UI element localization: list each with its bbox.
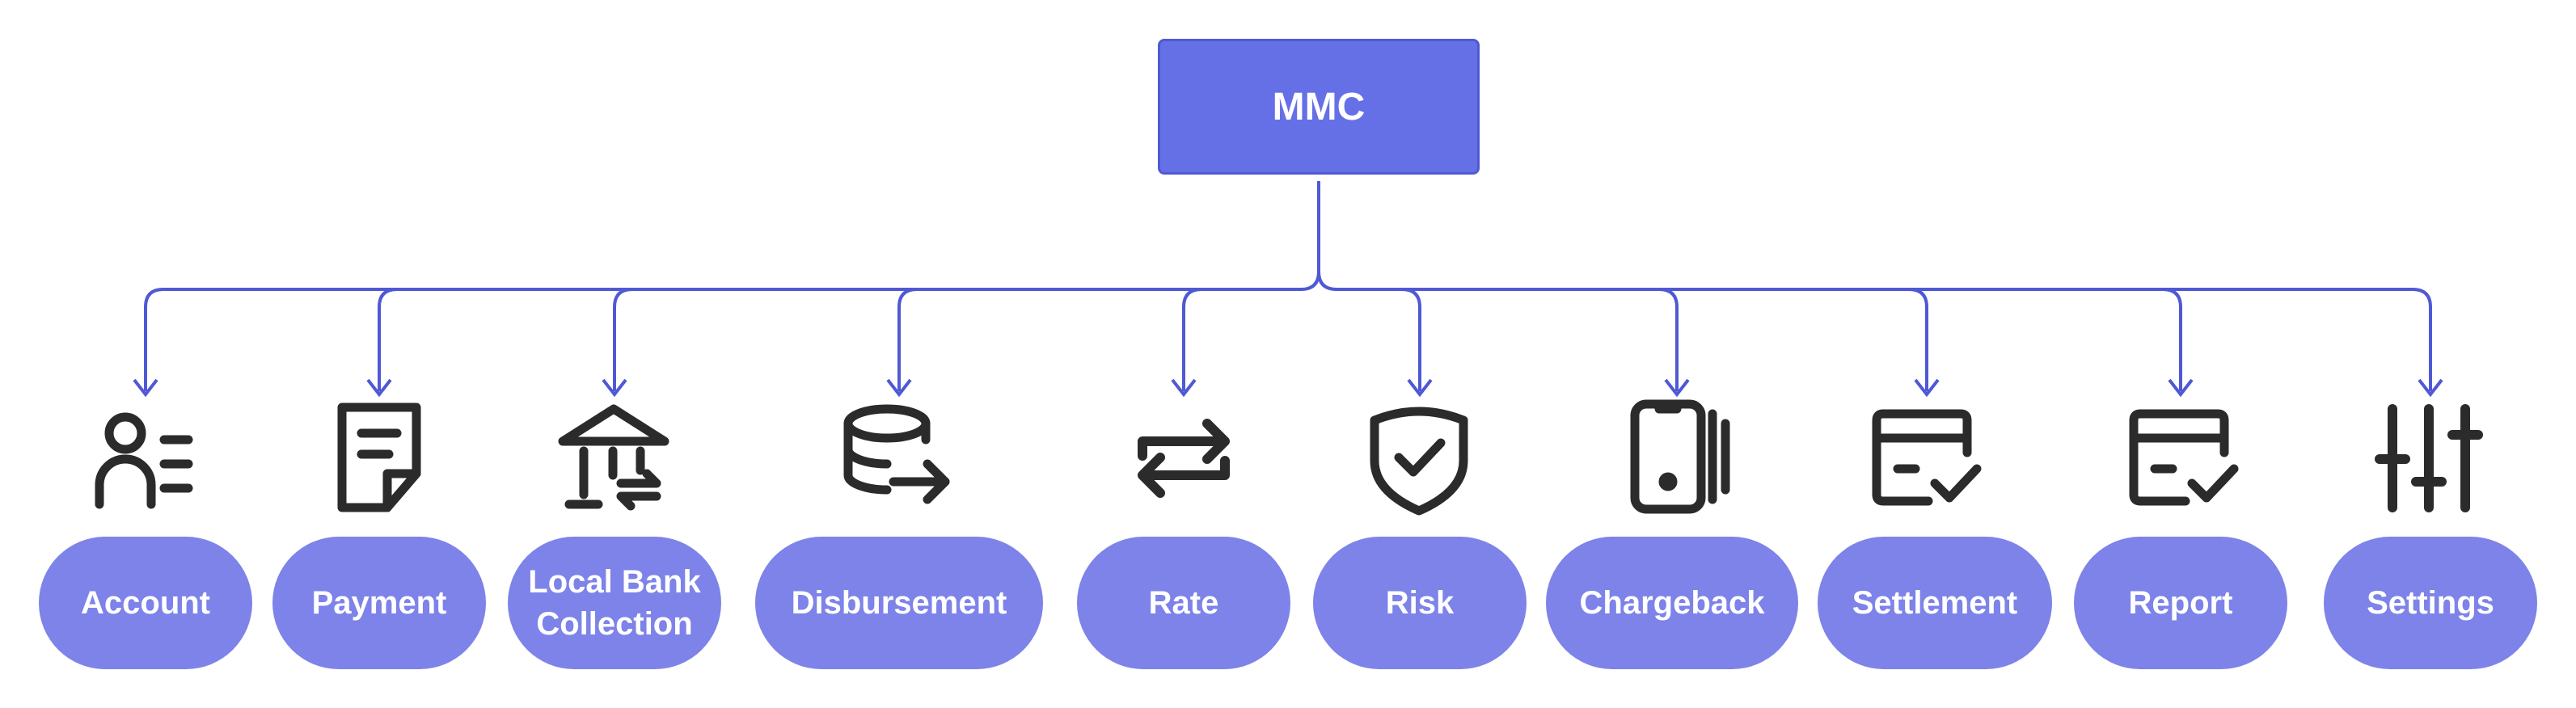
module-rate-label: Rate [1148,585,1219,621]
arrowhead [1407,378,1433,398]
branch-connector [613,288,633,391]
exchange-arrows-icon [1123,398,1244,519]
arrowhead [366,378,392,398]
module-settings[interactable]: Settings [2324,537,2537,669]
branch-connector [2162,288,2182,391]
branch-connector [897,288,918,391]
arrowhead [602,378,627,398]
module-chargeback[interactable]: Chargeback [1546,537,1798,669]
root-node[interactable]: MMC [1158,39,1480,175]
arrowhead [886,378,912,398]
module-settings-label: Settings [2367,585,2494,621]
arrowhead [1914,378,1940,398]
branch-connector [1182,288,1202,391]
report-check-icon [2122,401,2244,522]
trunk-connector [1300,181,1337,291]
module-local-bank-collection-label: Local Bank Collection [528,564,701,642]
bank-icon [553,398,674,519]
module-settlement[interactable]: Settlement [1818,537,2052,669]
branch-connector [1401,288,1421,391]
module-report-label: Report [2128,585,2233,621]
module-local-bank-collection[interactable]: Local Bank Collection [508,537,721,669]
arrowhead [1171,378,1197,398]
module-disbursement-label: Disbursement [791,585,1007,621]
module-payment[interactable]: Payment [272,537,486,669]
branch-connector [2412,288,2432,391]
module-rate[interactable]: Rate [1077,537,1290,669]
root-node-label: MMC [1272,85,1366,129]
invoice-check-icon [1865,401,1987,522]
module-disbursement[interactable]: Disbursement [755,537,1043,669]
document-icon [318,396,439,517]
branch-connector [1908,288,1928,391]
arrowhead [2418,378,2443,398]
branch-connector [378,288,398,391]
shield-check-icon [1358,398,1480,519]
module-report[interactable]: Report [2074,537,2287,669]
user-list-icon [85,401,206,522]
module-settlement-label: Settlement [1852,585,2018,621]
module-account-label: Account [81,585,210,621]
branch-connector [1658,288,1679,391]
module-risk[interactable]: Risk [1313,537,1527,669]
module-payment-label: Payment [311,585,447,621]
arrowhead [1664,378,1690,398]
coins-transfer-icon [837,398,958,519]
module-account[interactable]: Account [39,537,252,669]
module-chargeback-label: Chargeback [1579,585,1765,621]
sliders-icon [2368,398,2489,519]
arrowhead [133,378,158,398]
mobile-phone-icon [1617,396,1738,517]
arrowhead [2168,378,2194,398]
module-risk-label: Risk [1385,585,1455,621]
branch-connector [144,288,164,391]
